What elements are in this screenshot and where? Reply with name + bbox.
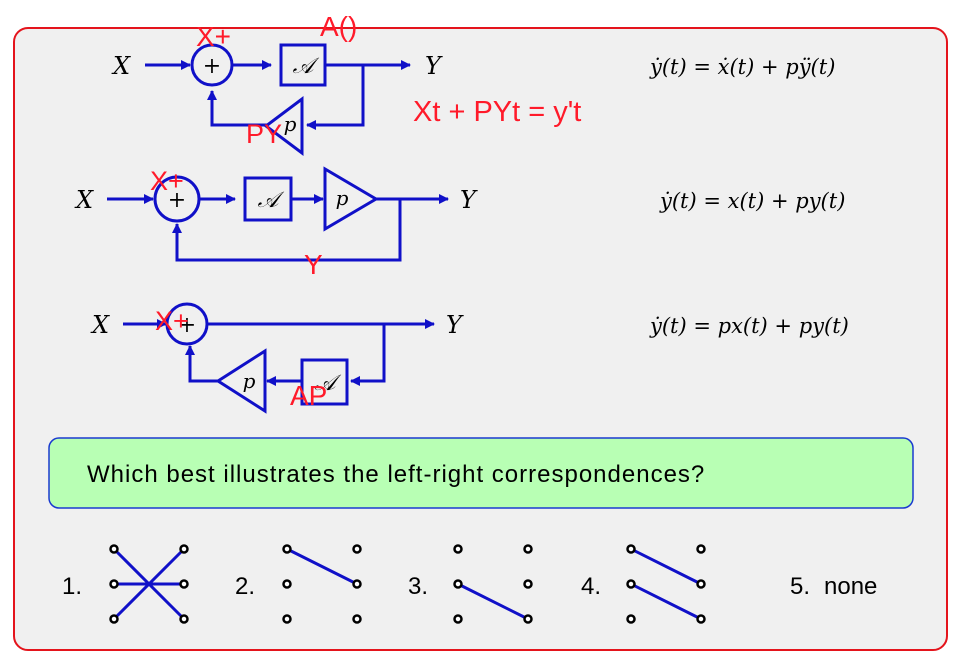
left-dot-1 <box>626 544 636 554</box>
option-1[interactable]: 1. <box>62 544 189 624</box>
left-dot-3 <box>109 614 119 624</box>
correspondence-line <box>630 582 702 621</box>
option-2[interactable]: 2. <box>235 544 362 624</box>
right-dot-2 <box>352 579 362 589</box>
option-label: 1. <box>62 573 82 600</box>
answer-options: 1. 2. 3. 4. 5. none <box>62 544 877 624</box>
right-dot-3 <box>696 614 706 624</box>
summing-junction <box>165 302 209 346</box>
annotation-ap: AP <box>290 380 327 411</box>
annotation-a-paren: A() <box>320 11 357 42</box>
option-3[interactable]: 3. <box>408 544 533 624</box>
option-label: 4. <box>581 573 601 600</box>
right-dot-2 <box>696 579 706 589</box>
summing-junction <box>153 175 201 223</box>
block-a <box>243 176 293 222</box>
annotation-x-plus-2: X+ <box>150 166 184 196</box>
diagram-1-input: X <box>111 52 131 80</box>
option-text: none <box>824 573 877 600</box>
left-dot-3 <box>282 614 292 624</box>
right-dot-1 <box>352 544 362 554</box>
diagram-2-sum: + <box>168 188 186 213</box>
right-dot-2 <box>523 579 533 589</box>
diagram-3-sum: + <box>178 313 196 338</box>
diagram-3-equation: ẏ(t) = px(t) + py(t) <box>649 314 849 338</box>
right-dot-1 <box>696 544 706 554</box>
left-dot-1 <box>282 544 292 554</box>
diagram-3-input: X <box>90 311 110 339</box>
gain-triangle <box>215 348 267 414</box>
correspondence-line <box>286 547 358 586</box>
diagram-1 <box>145 43 411 156</box>
diagram-1-output: Y <box>425 52 443 80</box>
annotation-x-plus-3: X+ <box>155 306 189 336</box>
left-dot-2 <box>453 579 463 589</box>
block-a <box>300 358 349 406</box>
option-label: 3. <box>408 573 428 600</box>
left-dot-1 <box>109 544 119 554</box>
diagram-1-gain: p <box>284 112 297 136</box>
diagram-1-equation: ẏ(t) = ẋ(t) + pÿ(t) <box>649 55 835 79</box>
diagram-3 <box>123 302 435 414</box>
diagram-3-output: Y <box>446 311 464 339</box>
summing-junction <box>190 43 234 87</box>
diagram-3-gain: p <box>243 369 256 393</box>
annotation-py: PY <box>246 119 282 149</box>
diagram-1-sum: + <box>203 54 221 79</box>
gain-triangle <box>263 96 304 156</box>
right-dot-1 <box>179 544 189 554</box>
diagram-2-gain: p <box>336 186 349 210</box>
question-box <box>48 437 914 509</box>
question-text: Which best illustrates the left-right co… <box>87 461 705 488</box>
left-dot-2 <box>109 579 119 589</box>
option-label: 2. <box>235 573 255 600</box>
left-dot-1 <box>453 544 463 554</box>
annotation-x-plus-1: X+ <box>196 21 231 52</box>
gain-triangle <box>323 166 379 232</box>
correspondence-line <box>630 547 702 586</box>
left-dot-2 <box>626 579 636 589</box>
left-dot-3 <box>453 614 463 624</box>
annotation-y: Y <box>304 249 323 280</box>
block-a <box>279 43 327 87</box>
left-dot-3 <box>626 614 636 624</box>
right-dot-3 <box>179 614 189 624</box>
option-5[interactable]: 5. none <box>790 573 877 600</box>
diagram-2 <box>107 166 449 262</box>
right-dot-2 <box>179 579 189 589</box>
diagram-2-input: X <box>74 186 94 214</box>
left-dot-2 <box>282 579 292 589</box>
option-label: 5. <box>790 573 810 600</box>
diagram-2-equation: ẏ(t) = x(t) + py(t) <box>659 189 845 213</box>
correspondence-line <box>457 582 529 621</box>
right-dot-1 <box>523 544 533 554</box>
option-4[interactable]: 4. <box>581 544 706 624</box>
right-dot-3 <box>352 614 362 624</box>
diagram-2-output: Y <box>460 186 478 214</box>
annotation-equation: Xt + PYt = y't <box>413 96 581 128</box>
right-dot-3 <box>523 614 533 624</box>
